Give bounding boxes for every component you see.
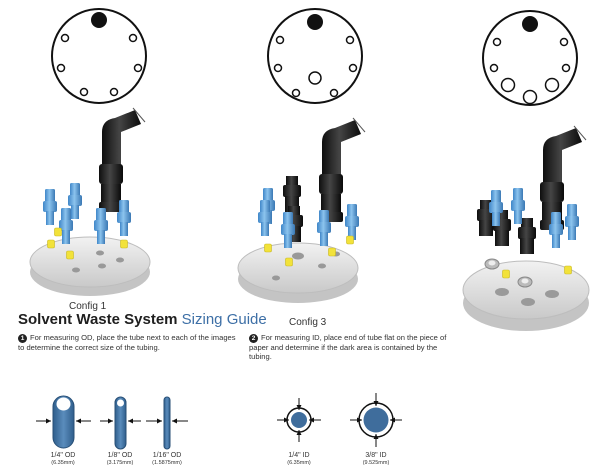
- od-eighth-size: 1/8" OD: [107, 452, 133, 459]
- id-quarter-caption: 1/4" ID (6.35mm): [269, 452, 329, 467]
- od-sixteenth-inch-tube: [146, 396, 188, 450]
- id-quarter-metric: (6.35mm): [287, 460, 311, 466]
- od-quarter-caption: 1/4" OD (6.35mm): [33, 452, 93, 467]
- guide-title-main: Solvent Waste System: [18, 311, 178, 328]
- od-eighth-inch-tube: [100, 396, 141, 450]
- od-quarter-inch-tube: [36, 395, 91, 449]
- config3-assembly-render: [237, 117, 366, 303]
- config1-label: Config 1: [69, 301, 107, 312]
- config3-label: Config 3: [289, 317, 327, 328]
- config-third-hole-diagram: [482, 10, 578, 106]
- id-three-eighths-metric: (9.525mm): [362, 460, 390, 466]
- config3-hole-diagram: [267, 8, 363, 104]
- od-quarter-metric: (6.35mm): [51, 460, 75, 466]
- id-three-eighths-size: 3/8" ID: [365, 452, 387, 459]
- od-quarter-size: 1/4" OD: [50, 452, 76, 459]
- od-sixteenth-metric: (1.5875mm): [152, 460, 182, 466]
- id-quarter-size: 1/4" ID: [288, 452, 310, 459]
- id-quarter-inch-target: [277, 398, 321, 442]
- guide-title: Solvent Waste System Sizing Guide: [18, 311, 267, 328]
- id-instruction-text: For measuring ID, place end of tube flat…: [249, 333, 447, 362]
- id-three-eighths-inch-target: [350, 393, 402, 447]
- config1-hole-diagram: [51, 8, 147, 104]
- step-1-badge: 1: [18, 334, 27, 343]
- od-eighth-metric: (3.175mm): [106, 460, 134, 466]
- od-sixteenth-size: 1/16" OD: [152, 452, 182, 459]
- od-instruction-text: For measuring OD, place the tube next to…: [18, 333, 236, 352]
- step-2-badge: 2: [249, 334, 258, 343]
- od-eighth-caption: 1/8" OD (3.175mm): [90, 452, 150, 467]
- config-third-assembly-render: [462, 125, 590, 331]
- guide-title-accent: Sizing Guide: [181, 311, 267, 328]
- id-three-eighths-caption: 3/8" ID (9.525mm): [346, 452, 406, 467]
- od-sixteenth-caption: 1/16" OD (1.5875mm): [137, 452, 197, 467]
- config1-assembly-render: [29, 107, 151, 296]
